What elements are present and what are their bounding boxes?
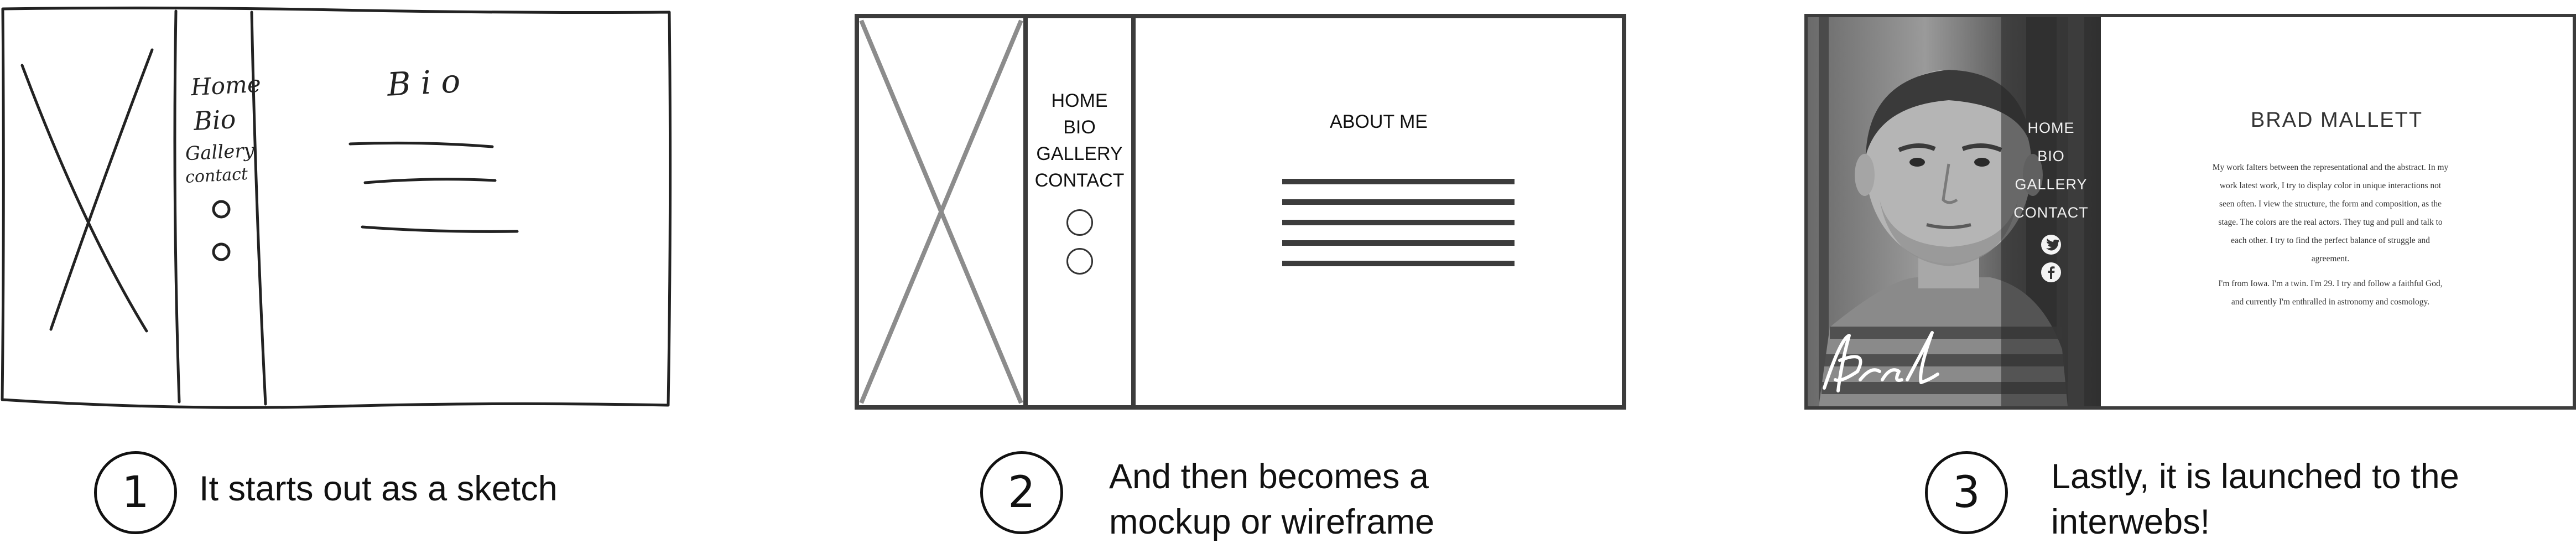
step-caption-line2: mockup or wireframe bbox=[1109, 503, 1435, 541]
sketch-nav-home: Home bbox=[190, 70, 262, 101]
site-name-heading: BRAD MALLETT bbox=[2250, 108, 2423, 132]
wireframe-title: ABOUT ME bbox=[1330, 111, 1428, 132]
signature-image bbox=[1819, 327, 1946, 399]
text-line bbox=[1282, 240, 1515, 246]
bio-paragraph: My work falters between the representati… bbox=[2212, 163, 2449, 263]
website-nav-gallery[interactable]: GALLERY bbox=[2015, 176, 2088, 193]
step-caption-line2: interwebs! bbox=[2051, 503, 2210, 541]
website-nav-bio[interactable]: BIO bbox=[2037, 148, 2065, 164]
text-line bbox=[1282, 220, 1515, 225]
sketch-panel: Home Bio Gallery contact Bio bbox=[0, 6, 678, 412]
twitter-icon[interactable] bbox=[2041, 235, 2061, 255]
sketch-nav-gallery: Gallery bbox=[185, 139, 255, 166]
facebook-icon[interactable] bbox=[2041, 262, 2061, 282]
sketch-nav-bio: Bio bbox=[192, 104, 237, 136]
step-caption-line1: Lastly, it is launched to the bbox=[2051, 457, 2459, 496]
sketch-nav-contact: contact bbox=[185, 164, 248, 187]
sketch-title: Bio bbox=[386, 61, 471, 104]
wireframe-panel: HOME BIO GALLERY CONTACT ABOUT ME bbox=[855, 14, 1626, 410]
step-number-badge: 1 bbox=[94, 451, 177, 534]
step-caption: It starts out as a sketch bbox=[199, 469, 558, 508]
wireframe-nav-gallery: GALLERY bbox=[1036, 143, 1123, 164]
wireframe-nav-bio: BIO bbox=[1063, 117, 1096, 138]
wireframe-nav-home: HOME bbox=[1051, 90, 1108, 111]
social-circle-icon bbox=[1066, 209, 1093, 236]
wireframe-nav: HOME BIO GALLERY CONTACT bbox=[1028, 18, 1136, 405]
social-circle-icon bbox=[1066, 248, 1093, 275]
signature-script bbox=[1823, 331, 1939, 392]
step-number-badge: 2 bbox=[980, 451, 1063, 534]
wireframe-nav-contact: CONTACT bbox=[1034, 170, 1125, 191]
website-nav-contact[interactable]: CONTACT bbox=[2013, 204, 2089, 221]
site-bio-text: My work falters between the representati… bbox=[2211, 158, 2449, 318]
bio-paragraph: I'm from Iowa. I'm a twin. I'm 29. I try… bbox=[2218, 279, 2443, 307]
step-caption-line1: And then becomes a bbox=[1109, 457, 1429, 496]
image-placeholder bbox=[859, 18, 1028, 405]
website-nav: HOME BIO GALLERY CONTACT bbox=[2001, 17, 2101, 406]
placeholder-x-icon bbox=[859, 19, 1023, 404]
sketch-drawing bbox=[1, 6, 672, 409]
step-number-badge: 3 bbox=[1925, 451, 2008, 534]
text-line bbox=[1282, 261, 1515, 266]
website-nav-home[interactable]: HOME bbox=[2027, 120, 2075, 136]
text-line bbox=[1282, 179, 1515, 184]
text-line bbox=[1282, 199, 1515, 205]
text-placeholder-lines bbox=[1282, 179, 1515, 281]
website-panel: HOME BIO GALLERY CONTACT BRAD MALLETT My… bbox=[1804, 14, 2576, 410]
